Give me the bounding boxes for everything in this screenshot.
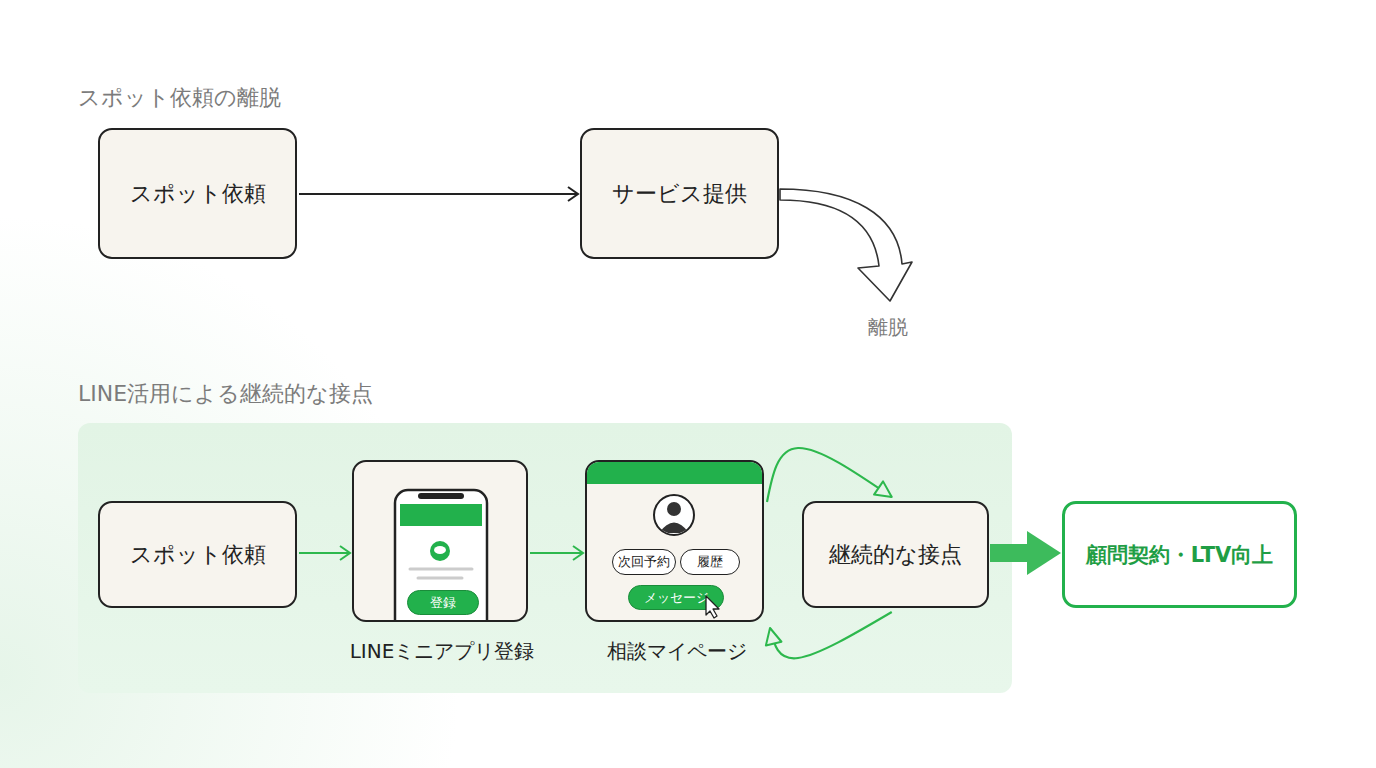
box-caption: LINEミニアプリ登録 bbox=[324, 636, 560, 666]
process-box: スポット依頼 bbox=[98, 501, 297, 608]
section-heading: LINE活用による継続的な接点 bbox=[78, 379, 373, 409]
button-label: 次回予約 bbox=[612, 549, 676, 575]
node-label: 継続的な接点 bbox=[829, 540, 962, 570]
mypage-screen-box: 次回予約履歴メッセージ相談マイページ bbox=[585, 460, 764, 622]
process-box: スポット依頼 bbox=[98, 128, 297, 259]
goal-box: 顧問契約・LTV向上 bbox=[1062, 501, 1297, 608]
process-box: 継続的な接点 bbox=[802, 501, 989, 608]
node-label: 顧問契約・LTV向上 bbox=[1086, 541, 1273, 569]
section-heading: スポット依頼の離脱 bbox=[78, 83, 281, 113]
button-label: 履歴 bbox=[680, 549, 740, 575]
app-screen-box: 登録LINEミニアプリ登録 bbox=[352, 460, 528, 622]
button-label: メッセージ bbox=[628, 585, 724, 610]
node-label: スポット依頼 bbox=[130, 540, 266, 570]
box-caption: 相談マイページ bbox=[557, 636, 796, 666]
button-label: 登録 bbox=[407, 590, 479, 615]
process-box: サービス提供 bbox=[580, 128, 779, 259]
node-label: スポット依頼 bbox=[130, 179, 266, 209]
section-band: スポット依頼登録LINEミニアプリ登録次回予約履歴メッセージ相談マイページ継続的… bbox=[78, 423, 1012, 693]
flow-arrow bbox=[299, 193, 578, 195]
node-label: サービス提供 bbox=[612, 179, 747, 209]
exit-label: 離脱 bbox=[868, 314, 908, 341]
exit-arrow bbox=[780, 189, 912, 301]
